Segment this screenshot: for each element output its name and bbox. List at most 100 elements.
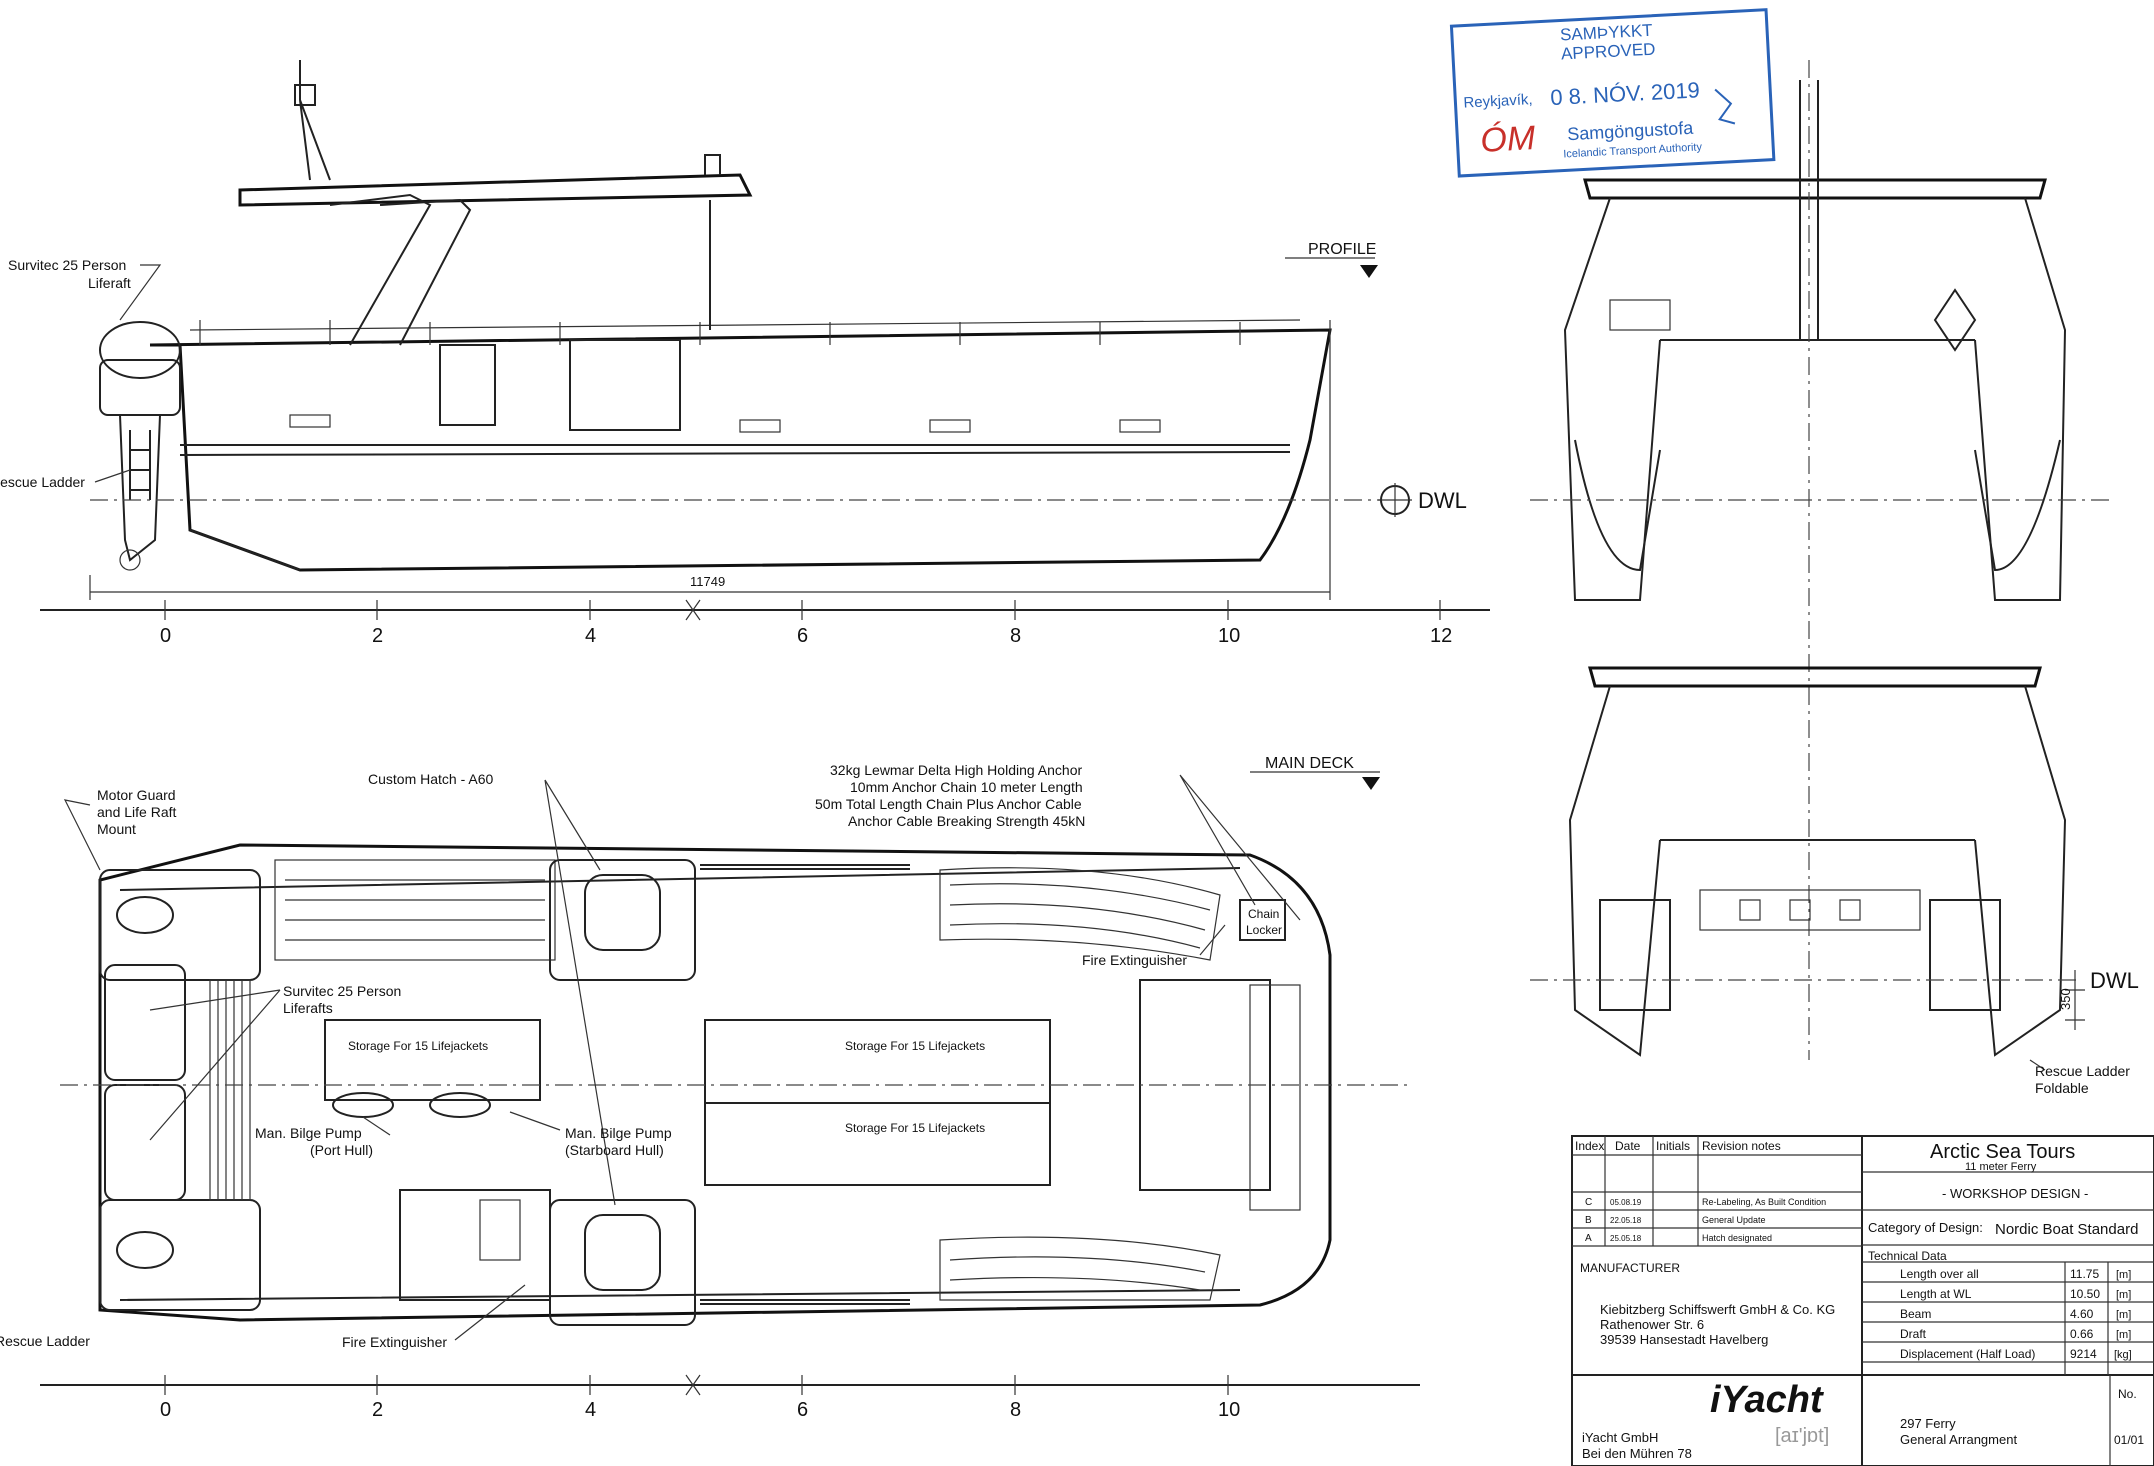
- bilge-port-label-1: Man. Bilge Pump: [255, 1125, 362, 1141]
- project-subtitle: 11 meter Ferry: [1965, 1161, 2037, 1173]
- dwl-label-profile: DWL: [1418, 488, 1467, 513]
- brand-logo: iYacht: [1710, 1379, 1824, 1421]
- manufacturer-line-2: Rathenower Str. 6: [1600, 1317, 1704, 1332]
- deck-scale-tick-4: 4: [585, 1399, 596, 1421]
- profile-view-label: PROFILE: [1308, 241, 1376, 258]
- deck-scale-tick-2: 2: [372, 1399, 383, 1421]
- tb-header-notes: Revision notes: [1702, 1139, 1781, 1153]
- storage-label-3: Storage For 15 Lifejackets: [845, 1121, 985, 1135]
- company-line-2: Bei den Mühren 78: [1582, 1446, 1692, 1461]
- stamp-initials: ÓM: [1479, 119, 1536, 160]
- tech-unit-loa: [m]: [2116, 1269, 2131, 1281]
- rev-a-note: Hatch designated: [1702, 1233, 1772, 1243]
- anchor-label-4: Anchor Cable Breaking Strength 45kN: [848, 813, 1085, 829]
- deck-scale-tick-8: 8: [1010, 1399, 1021, 1421]
- tech-heading: Technical Data: [1868, 1249, 1947, 1263]
- drawing-no-value: 01/01: [2114, 1433, 2144, 1447]
- tech-value-beam: 4.60: [2070, 1307, 2094, 1321]
- storage-label-2: Storage For 15 Lifejackets: [845, 1039, 985, 1053]
- tech-unit-lwl: [m]: [2116, 1289, 2131, 1301]
- tech-unit-draft: [m]: [2116, 1329, 2131, 1341]
- fire-extinguisher-label-1: Fire Extinguisher: [1082, 952, 1187, 968]
- bilge-port-label-2: (Port Hull): [310, 1142, 373, 1158]
- tech-unit-beam: [m]: [2116, 1309, 2131, 1321]
- scale-tick-2: 2: [372, 625, 383, 647]
- design-label: - WORKSHOP DESIGN -: [1942, 1186, 2088, 1201]
- scale-tick-6: 6: [797, 625, 808, 647]
- tech-label-lwl: Length at WL: [1900, 1287, 1972, 1301]
- scale-tick-12: 12: [1430, 625, 1452, 647]
- main-deck-view-label: MAIN DECK: [1265, 755, 1354, 772]
- rev-b-date: 22.05.18: [1610, 1216, 1642, 1225]
- anchor-label-2: 10mm Anchor Chain 10 meter Length: [850, 779, 1083, 795]
- storage-label-1: Storage For 15 Lifejackets: [348, 1039, 488, 1053]
- drawing-no-label: No.: [2118, 1387, 2137, 1401]
- scale-tick-8: 8: [1010, 625, 1021, 647]
- anchor-label-3: 50m Total Length Chain Plus Anchor Cable: [815, 796, 1082, 812]
- stamp-date: 0 8. NÓV. 2019: [1550, 77, 1701, 110]
- rev-b-note: General Update: [1702, 1215, 1766, 1225]
- rescue-ladder-rear-label-1: Rescue Ladder: [2035, 1063, 2130, 1079]
- drawing-line-2: General Arrangment: [1900, 1432, 2017, 1447]
- tb-header-date: Date: [1615, 1139, 1641, 1153]
- tech-label-draft: Draft: [1900, 1327, 1927, 1341]
- motor-guard-label-2: and Life Raft: [97, 804, 176, 820]
- manufacturer-line-3: 39539 Hansestadt Havelberg: [1600, 1332, 1768, 1347]
- rescue-ladder-label-profile: Rescue Ladder: [0, 474, 85, 490]
- deck-scale-tick-0: 0: [160, 1399, 171, 1421]
- tech-value-loa: 11.75: [2070, 1267, 2099, 1281]
- liferafts-deck-label-1: Survitec 25 Person: [283, 983, 401, 999]
- rev-c-note: Re-Labeling, As Built Condition: [1702, 1197, 1826, 1207]
- rev-a-index: A: [1585, 1233, 1592, 1244]
- front-view: [1530, 60, 2110, 1060]
- tech-label-displacement: Displacement (Half Load): [1900, 1347, 2035, 1361]
- stamp-line-1: SAMÞYKKT: [1560, 21, 1653, 45]
- rev-b-index: B: [1585, 1215, 1592, 1226]
- rev-a-date: 25.05.18: [1610, 1234, 1642, 1243]
- tech-value-lwl: 10.50: [2070, 1287, 2100, 1301]
- rescue-ladder-label-deck: Rescue Ladder: [0, 1333, 90, 1349]
- motor-guard-label-3: Mount: [97, 821, 136, 837]
- manufacturer-heading: MANUFACTURER: [1580, 1261, 1680, 1275]
- scale-tick-4: 4: [585, 625, 596, 647]
- title-block: [1571, 1135, 2154, 1466]
- bilge-stbd-label-2: (Starboard Hull): [565, 1142, 664, 1158]
- stamp-authority: Samgöngustofa: [1567, 118, 1695, 145]
- tb-header-initials: Initials: [1656, 1139, 1690, 1153]
- company-line-1: iYacht GmbH: [1582, 1430, 1658, 1445]
- category-label: Category of Design:: [1868, 1220, 1983, 1235]
- tech-label-loa: Length over all: [1900, 1267, 1979, 1281]
- rev-c-date: 05.08.19: [1610, 1198, 1642, 1207]
- fire-extinguisher-label-2: Fire Extinguisher: [342, 1334, 447, 1350]
- liferaft-label-top-1: Survitec 25 Person: [8, 257, 126, 273]
- deck-scale-tick-10: 10: [1218, 1399, 1240, 1421]
- bilge-stbd-label-1: Man. Bilge Pump: [565, 1125, 672, 1141]
- rescue-ladder-rear-label-2: Foldable: [2035, 1080, 2089, 1096]
- chain-locker-label-1: Chain: [1248, 907, 1279, 921]
- project-title: Arctic Sea Tours: [1930, 1141, 2075, 1163]
- rev-c-index: C: [1585, 1197, 1592, 1208]
- motor-guard-label-1: Motor Guard: [97, 787, 176, 803]
- custom-hatch-label: Custom Hatch - A60: [368, 771, 493, 787]
- tech-value-displacement: 9214: [2070, 1347, 2097, 1361]
- tech-value-draft: 0.66: [2070, 1327, 2094, 1341]
- scale-tick-10: 10: [1218, 625, 1240, 647]
- deck-scale-tick-6: 6: [797, 1399, 808, 1421]
- dwl-label-rear: DWL: [2090, 968, 2139, 993]
- anchor-label-1: 32kg Lewmar Delta High Holding Anchor: [830, 762, 1082, 778]
- approval-stamp: [1449, 8, 1776, 178]
- manufacturer-line-1: Kiebitzberg Schiffswerft GmbH & Co. KG: [1600, 1302, 1835, 1317]
- stamp-line-2: APPROVED: [1561, 40, 1656, 64]
- main-deck-view: [40, 771, 1420, 1396]
- length-dimension: 11749: [690, 574, 725, 589]
- liferafts-deck-label-2: Liferafts: [283, 1000, 333, 1016]
- profile-view: [40, 60, 1490, 621]
- tb-header-index: Index: [1575, 1139, 1604, 1153]
- stamp-city: Reykjavík,: [1463, 91, 1533, 112]
- tech-label-beam: Beam: [1900, 1307, 1931, 1321]
- scale-tick-0: 0: [160, 625, 171, 647]
- stamp-authority-en: Icelandic Transport Authority: [1563, 141, 1703, 160]
- brand-phonetic: [aɪ'jɒt]: [1775, 1425, 1829, 1447]
- draft-dimension: 350: [2058, 988, 2073, 1010]
